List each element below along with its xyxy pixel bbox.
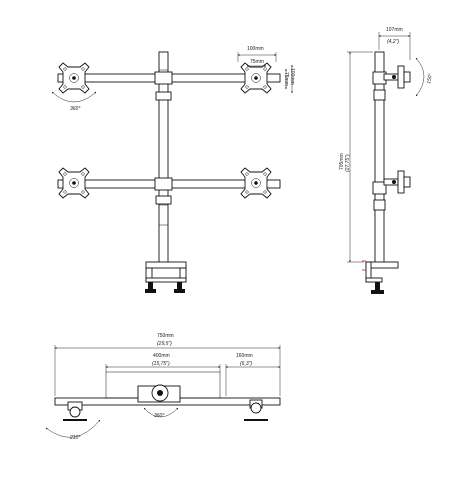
front-clamp bbox=[145, 261, 187, 269]
dim-75mm-width: 75mm bbox=[250, 59, 264, 65]
front-view: 360° 100mm 75mm 75mm 100mm bbox=[51, 46, 295, 293]
pivot-label: 360° bbox=[154, 413, 164, 419]
top-view-left-head bbox=[69, 406, 81, 418]
pivot-arrow bbox=[143, 407, 179, 418]
dim-6-3in: (6,3") bbox=[240, 361, 252, 367]
side-view: 705mm (27,75") 107mm (4,2") 150° bbox=[339, 27, 434, 294]
dim-400mm: 400mm bbox=[153, 353, 170, 359]
swing-label: 210° bbox=[69, 435, 80, 441]
dim-107mm: 107mm bbox=[386, 27, 403, 33]
dim-750mm: 750mm bbox=[157, 333, 174, 339]
tilt-arrow bbox=[415, 57, 425, 97]
dim-27-75in: (27,75") bbox=[345, 154, 351, 172]
swing-arrow bbox=[45, 419, 101, 438]
rotation-arrow bbox=[51, 91, 97, 103]
dim-75mm-height: 75mm bbox=[283, 72, 289, 86]
side-plate-top bbox=[397, 65, 405, 89]
dim-15-75in: (15,75") bbox=[152, 361, 170, 367]
vesa-plate-top-left bbox=[58, 62, 90, 94]
rotation-label: 360° bbox=[70, 106, 80, 112]
side-plate-bottom bbox=[397, 170, 405, 194]
dim-29-5in: (29,5") bbox=[157, 341, 172, 347]
top-view: 750mm (29,5") 400mm (15,75") 160mm (6,3"… bbox=[45, 333, 281, 441]
dim-100mm-width: 100mm bbox=[247, 46, 264, 52]
dim-4-2in: (4,2") bbox=[387, 39, 399, 45]
dim-160mm: 160mm bbox=[236, 353, 253, 359]
top-view-right-head bbox=[250, 402, 262, 414]
dim-100mm-height: 100mm bbox=[289, 68, 295, 85]
dim-705mm: 705mm bbox=[339, 153, 345, 170]
vesa-plate-top-right bbox=[240, 62, 272, 94]
vesa-plate-bottom-right bbox=[240, 167, 272, 199]
vesa-plate-bottom-left bbox=[58, 167, 90, 199]
tilt-label: 150° bbox=[426, 73, 434, 84]
